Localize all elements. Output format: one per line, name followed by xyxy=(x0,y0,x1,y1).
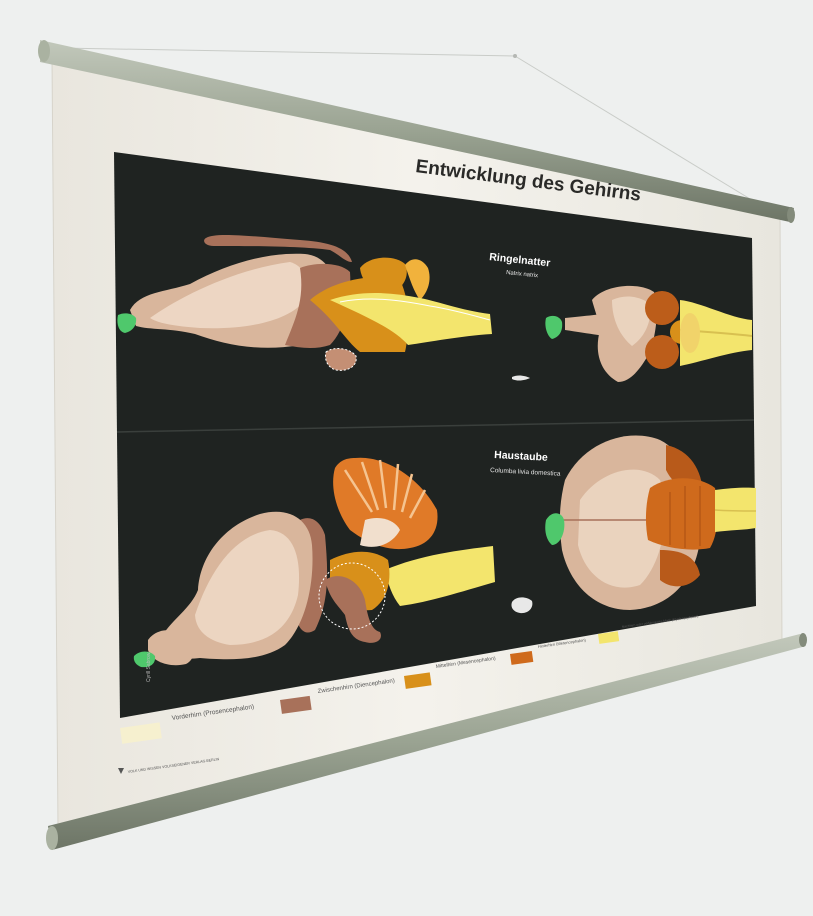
pigeon-olfactory-bulb-side xyxy=(133,651,156,668)
top-rod xyxy=(38,40,795,223)
legend-swatch-forebrain xyxy=(120,722,162,744)
poster-fold xyxy=(116,419,755,433)
snake-olfactory-bulb-side xyxy=(117,313,137,333)
top-specimen-latin: Natrix natrix xyxy=(506,270,538,279)
legend-swatch-medulla xyxy=(597,631,620,644)
legend-swatch-hindbrain xyxy=(510,650,534,665)
legend-swatch-midbrain xyxy=(404,672,432,689)
pigeon-scale-icon xyxy=(511,597,533,614)
bottom-rod xyxy=(46,633,807,850)
legend-label: Hinterhirn (Metencephalon) xyxy=(537,637,586,649)
pigeon-olfactory-bulb-top xyxy=(545,513,565,545)
snake-brain-side-view xyxy=(130,234,492,371)
hanging-string xyxy=(59,47,761,206)
bottom-specimen-name: Haustaube xyxy=(494,449,548,464)
legend-swatch-diencephalon xyxy=(280,695,312,714)
publisher-logo-icon xyxy=(118,768,124,774)
artist-signature: Cyrill Sabrow xyxy=(146,652,152,682)
pigeon-brain-side-view xyxy=(148,457,495,666)
legend-item: Hinterhirn (Metencephalon) xyxy=(510,637,587,665)
snake-scale-icon xyxy=(512,375,530,381)
pigeon-brain-top-view xyxy=(559,435,757,610)
bottom-specimen-latin: Columba livia domestica xyxy=(490,467,561,478)
snake-olfactory-bulb-top xyxy=(545,315,563,339)
snake-brain-top-view xyxy=(565,285,753,382)
